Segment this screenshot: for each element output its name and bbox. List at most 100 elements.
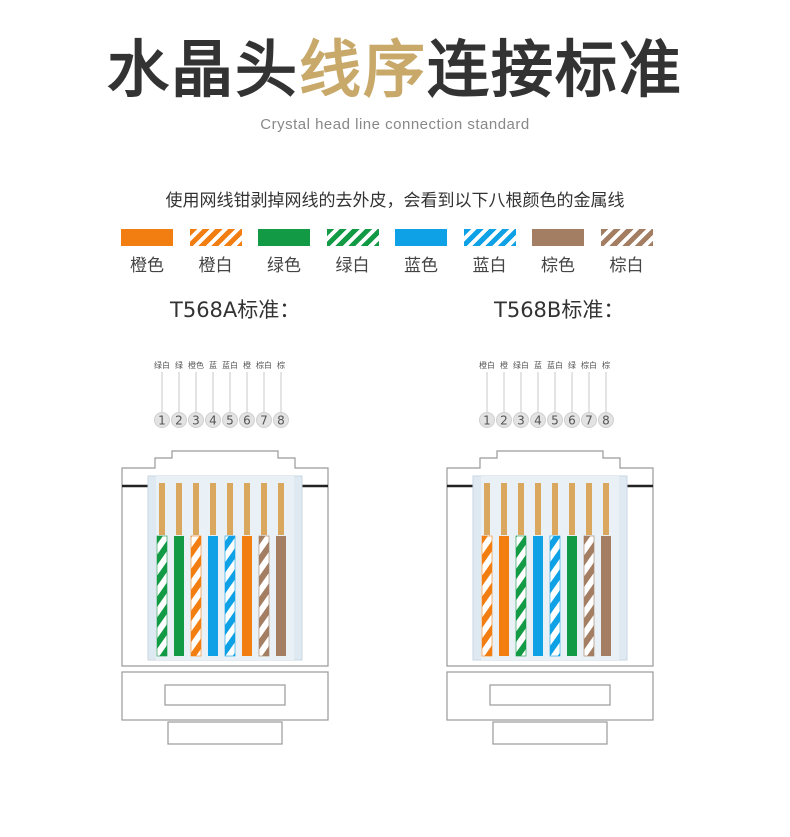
- legend-label: 橙色: [130, 256, 164, 276]
- pin-number-circle: [530, 412, 546, 428]
- legend-color-bar: [258, 229, 310, 246]
- wire-label: 橙白: [479, 360, 495, 370]
- wire-7: [583, 535, 595, 657]
- legend-swatch-3: 绿色: [258, 229, 310, 276]
- wire-label: 蓝白: [547, 360, 563, 370]
- legend-swatch-8: 棕白: [600, 229, 653, 276]
- legend-label: 棕白: [609, 256, 644, 276]
- copper-contact: [518, 483, 524, 535]
- pin-number: 5: [551, 414, 559, 428]
- pin-number: 1: [158, 414, 166, 428]
- wire-4: [533, 536, 543, 656]
- wire-label: 棕: [602, 360, 610, 370]
- wire-label: 橙色: [188, 360, 204, 370]
- copper-contact: [210, 483, 216, 535]
- legend-color-bar: [189, 229, 242, 246]
- pin-number: 4: [534, 414, 542, 428]
- legend-swatch-6: 蓝白: [463, 229, 516, 276]
- legend-swatch-7: 棕色: [532, 229, 584, 276]
- plug-tail: [167, 721, 283, 745]
- title-part-2: 线序: [298, 33, 427, 106]
- wire-1: [481, 535, 493, 657]
- legend-label: 绿色: [267, 256, 301, 276]
- pin-number: 2: [500, 414, 508, 428]
- legend-label: 蓝白: [472, 256, 507, 276]
- wire-label: 绿白: [513, 360, 529, 370]
- copper-contact: [569, 483, 575, 535]
- legend-label: 橙白: [198, 256, 233, 276]
- wire-6: [567, 536, 577, 656]
- copper-contact: [176, 483, 182, 535]
- pin-number: 7: [260, 414, 268, 428]
- wire-label: 绿白: [154, 360, 170, 370]
- t568b-label: T568B标准：: [494, 298, 625, 322]
- copper-contact: [535, 483, 541, 535]
- legend-color-bar: [326, 229, 379, 246]
- legend-color-bar: [395, 229, 447, 246]
- wire-label: 橙: [500, 360, 508, 370]
- pin-number: 2: [175, 414, 183, 428]
- wire-8: [276, 536, 286, 656]
- wire-label: 绿: [568, 361, 576, 370]
- plug-tail: [492, 721, 608, 745]
- wire-label: 蓝: [534, 360, 542, 370]
- wire-1: [156, 535, 168, 657]
- pin-number: 6: [243, 414, 251, 428]
- pin-number: 8: [277, 414, 285, 428]
- legend-color-bar: [121, 229, 173, 246]
- pin-number-circle: [581, 412, 597, 428]
- copper-contact: [586, 483, 592, 535]
- copper-contact: [193, 483, 199, 535]
- pin-number-circle: [564, 412, 580, 428]
- page-title: 水晶头线序连接标准: [0, 30, 790, 110]
- pin-number: 4: [209, 414, 217, 428]
- wire-5: [224, 535, 236, 657]
- copper-contact: [278, 483, 284, 535]
- intro-text: 使用网线钳剥掉网线的去外皮，会看到以下八根颜色的金属线: [165, 191, 625, 211]
- pin-number: 3: [517, 414, 525, 428]
- wire-8: [601, 536, 611, 656]
- pin-number-circle: [171, 412, 187, 428]
- page-subtitle: Crystal head line connection standard: [260, 116, 530, 133]
- pin-number-circle: [154, 412, 170, 428]
- wire-label: 蓝: [209, 360, 217, 370]
- title-part-1: 水晶头: [106, 33, 299, 106]
- wire-label: 绿: [175, 361, 183, 370]
- pin-number-circle: [222, 412, 238, 428]
- copper-contact: [244, 483, 250, 535]
- plug-latch-slot: [164, 684, 286, 706]
- wire-label: 橙: [243, 360, 251, 370]
- wire-label: 棕白: [581, 360, 597, 370]
- pin-number-circle: [239, 412, 255, 428]
- pin-number-circle: [479, 412, 495, 428]
- legend-label: 绿白: [335, 256, 370, 276]
- wire-2: [499, 536, 509, 656]
- pin-number: 8: [602, 414, 610, 428]
- pin-number-circle: [188, 412, 204, 428]
- pin-number-circle: [273, 412, 289, 428]
- wire-6: [242, 536, 252, 656]
- color-legend: 橙色 橙白 绿色 绿白 蓝色 蓝白 棕色 棕白: [121, 229, 661, 279]
- legend-label: 棕色: [541, 256, 575, 276]
- copper-contact: [552, 483, 558, 535]
- pin-number: 3: [192, 414, 200, 428]
- copper-contact: [484, 483, 490, 535]
- wire-3: [515, 535, 527, 657]
- pin-number-circle: [256, 412, 272, 428]
- copper-contact: [227, 483, 233, 535]
- copper-contact: [501, 483, 507, 535]
- wire-2: [174, 536, 184, 656]
- legend-color-bar: [463, 229, 516, 246]
- wire-5: [549, 535, 561, 657]
- wire-label: 棕白: [256, 360, 272, 370]
- legend-swatch-4: 绿白: [326, 229, 379, 276]
- plug-latch-slot: [489, 684, 611, 706]
- wire-7: [258, 535, 270, 657]
- legend-color-bar: [600, 229, 653, 246]
- pin-number: 6: [568, 414, 576, 428]
- title-part-3: 连接标准: [427, 33, 684, 106]
- copper-contact: [261, 483, 267, 535]
- legend-label: 蓝色: [404, 256, 438, 276]
- pin-number-circle: [205, 412, 221, 428]
